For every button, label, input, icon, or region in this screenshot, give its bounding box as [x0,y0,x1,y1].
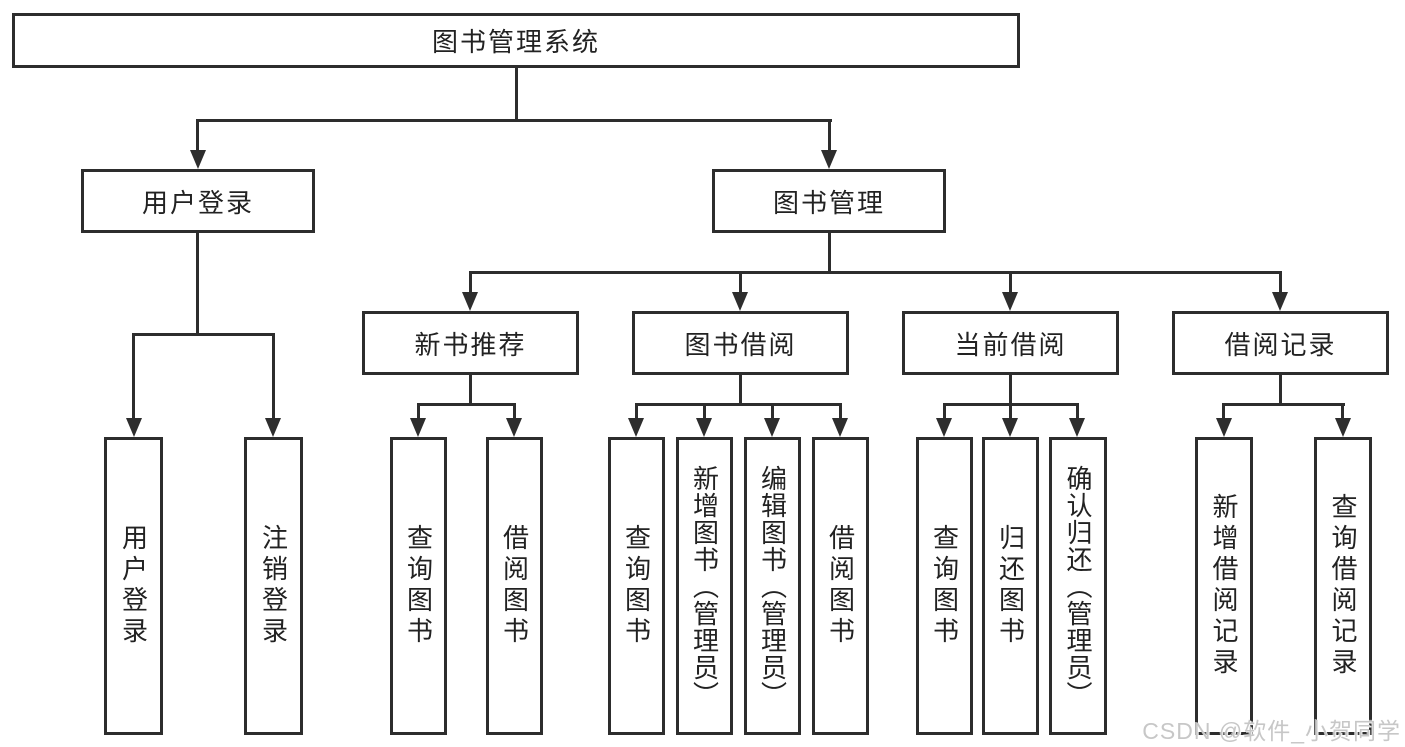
arrow-groupC-3 [1069,418,1085,437]
arrow-user-login [190,150,206,169]
node-book-borrow-label: 图书借阅 [684,329,797,360]
leaf-add-books-admin-label: 新增图书（管理员） [689,464,720,708]
connector-groupC-drop2 [1009,403,1012,421]
connector-groupA-drop2 [513,403,516,421]
node-root-label: 图书管理系统 [431,27,600,57]
connector-drop-book-management [828,119,831,152]
leaf-return-books-label: 归还图书 [995,524,1026,648]
arrow-groupB-1 [628,418,644,437]
connector-groupB-drop2 [703,403,706,421]
leaf-borrow-books-2: 借阅图书 [812,437,869,735]
node-book-management-label: 图书管理 [772,187,885,218]
leaf-user-login-label: 用户登录 [118,524,149,648]
leaf-query-borrow-record-label: 查询借阅记录 [1328,493,1358,679]
connector-drop-leaf-logout [272,333,275,420]
arrow-groupB-4 [832,418,848,437]
connector-groupD-drop2 [1341,403,1344,421]
connector-groupB-crossbar [635,403,842,406]
connector-groupD-crossbar [1222,403,1345,406]
leaf-confirm-return-admin: 确认归还（管理员） [1049,437,1107,735]
connector-drop-borrow-records [1279,271,1282,294]
leaf-query-books-1-label: 查询图书 [403,524,434,648]
connector-groupB-stem [739,375,742,405]
node-root: 图书管理系统 [12,13,1020,68]
node-current-borrow-label: 当前借阅 [954,329,1067,360]
connector-drop-current-borrow [1009,271,1012,294]
leaf-edit-books-admin-label: 编辑图书（管理员） [757,464,788,708]
connector-book-mgmt-crossbar [469,271,1282,274]
node-borrow-records: 借阅记录 [1172,311,1389,375]
arrow-book-management [821,150,837,169]
arrow-groupA-2 [506,418,522,437]
leaf-query-books-2: 查询图书 [608,437,665,735]
node-borrow-records-label: 借阅记录 [1224,329,1337,360]
arrow-current-borrow [1002,292,1018,311]
connector-root-crossbar [196,119,832,122]
node-book-management: 图书管理 [712,169,946,233]
node-new-book-recommend-label: 新书推荐 [414,329,527,360]
leaf-query-books-3: 查询图书 [916,437,973,735]
connector-groupA-crossbar [417,403,516,406]
node-user-login-label: 用户登录 [141,187,254,218]
connector-user-login-crossbar [132,333,275,336]
arrow-leaf-logout [265,418,281,437]
connector-groupA-stem [469,375,472,405]
connector-groupB-drop1 [635,403,638,421]
leaf-borrow-books-2-label: 借阅图书 [825,524,856,648]
node-book-borrow: 图书借阅 [632,311,849,375]
connector-root-stem [515,68,518,121]
leaf-edit-books-admin: 编辑图书（管理员） [744,437,801,735]
connector-groupD-stem [1279,375,1282,405]
arrow-groupC-2 [1002,418,1018,437]
arrow-groupB-3 [764,418,780,437]
leaf-query-books-1: 查询图书 [390,437,447,735]
connector-groupC-drop1 [943,403,946,421]
leaf-borrow-books-1-label: 借阅图书 [499,524,530,648]
leaf-add-borrow-record: 新增借阅记录 [1195,437,1253,735]
leaf-return-books: 归还图书 [982,437,1039,735]
arrow-groupD-1 [1216,418,1232,437]
connector-user-login-stem [196,233,199,336]
arrow-groupD-2 [1335,418,1351,437]
connector-groupA-drop1 [417,403,420,421]
arrow-new-book [462,292,478,311]
arrow-borrow-records [1272,292,1288,311]
leaf-add-borrow-record-label: 新增借阅记录 [1209,493,1239,679]
node-user-login: 用户登录 [81,169,315,233]
arrow-book-borrow [732,292,748,311]
leaf-confirm-return-admin-label: 确认归还（管理员） [1063,464,1093,708]
connector-groupB-drop4 [839,403,842,421]
leaf-logout-label: 注销登录 [258,524,289,648]
connector-groupC-drop3 [1076,403,1079,421]
connector-groupD-drop1 [1222,403,1225,421]
arrow-groupC-1 [936,418,952,437]
arrow-leaf-user-login [126,418,142,437]
connector-drop-new-book [469,271,472,294]
connector-drop-leaf-user-login [132,333,135,420]
arrow-groupB-2 [696,418,712,437]
connector-drop-user-login [196,119,199,152]
connector-drop-book-borrow [739,271,742,294]
watermark-text: CSDN @软件_小贺同学 [1142,718,1401,744]
leaf-add-books-admin: 新增图书（管理员） [676,437,733,735]
leaf-query-borrow-record: 查询借阅记录 [1314,437,1372,735]
connector-groupC-stem [1009,375,1012,405]
leaf-user-login: 用户登录 [104,437,163,735]
leaf-query-books-3-label: 查询图书 [929,524,960,648]
connector-groupB-drop3 [771,403,774,421]
connector-book-mgmt-stem [828,233,831,273]
node-new-book-recommend: 新书推荐 [362,311,579,375]
node-current-borrow: 当前借阅 [902,311,1119,375]
leaf-query-books-2-label: 查询图书 [621,524,652,648]
arrow-groupA-1 [410,418,426,437]
leaf-borrow-books-1: 借阅图书 [486,437,543,735]
leaf-logout: 注销登录 [244,437,303,735]
